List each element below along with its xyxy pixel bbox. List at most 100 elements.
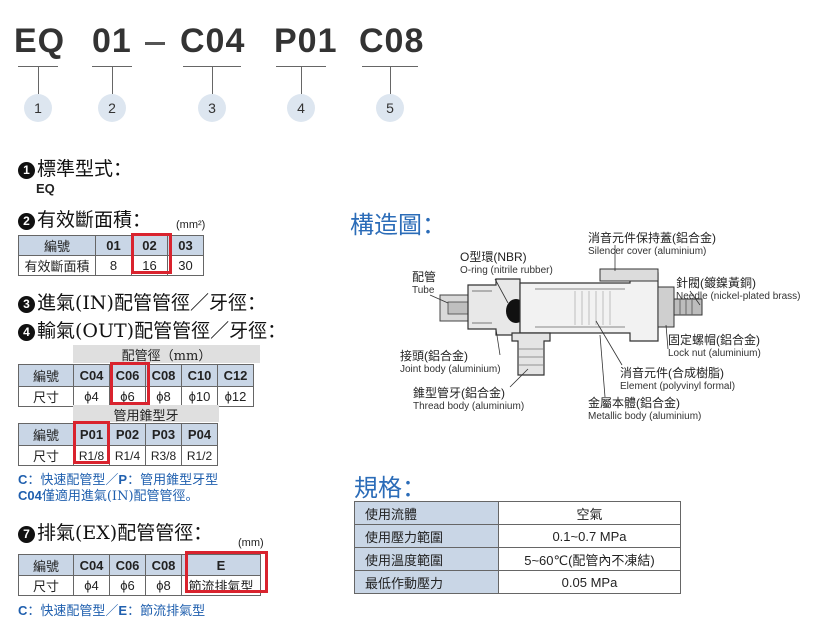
label-zh: 接頭(鋁合金) — [400, 349, 468, 363]
table-row: 使用流體 空氣 — [354, 501, 681, 525]
label-en: O-ring (nitrile rubber) — [460, 265, 553, 276]
pn-tick-1 — [38, 66, 39, 94]
note-code: C04 — [18, 488, 42, 503]
header-cell: P03 — [145, 423, 182, 446]
structure-title: 構造圖： — [350, 211, 446, 239]
spec-key: 最低作動壓力 — [354, 570, 499, 594]
value-cell: ϕ8 — [145, 575, 182, 596]
label-needle: 針閥(鍍鎳黃銅) Needle (nickel-plated brass) — [676, 277, 801, 303]
header-cell: C06 — [109, 364, 146, 387]
spec-value: 空氣 — [498, 501, 681, 525]
thread-body-shape — [511, 332, 551, 376]
label-en: Lock nut (aluminium) — [668, 348, 761, 359]
pn-tick-2 — [112, 66, 113, 94]
value-cell: 8 — [95, 255, 132, 276]
label-zh: 金屬本體(鋁合金) — [588, 396, 680, 410]
header-cell: 編號 — [18, 235, 96, 256]
pn-segment-1: EQ — [14, 22, 66, 60]
header-cell: C10 — [181, 364, 218, 387]
value-cell: ϕ4 — [73, 386, 110, 407]
header-cell: C08 — [145, 364, 182, 387]
silencer-cover-shape — [599, 268, 659, 282]
value-cell: R1/2 — [181, 445, 218, 466]
exhaust-pipe-table: 編號 C04 C06 C08 E 尺寸 ϕ4 ϕ6 ϕ8 節流排氣型 — [18, 554, 261, 596]
label-zh: O型環(NBR) — [460, 250, 527, 264]
pipe-size-caption: 配管徑（mm） — [73, 345, 260, 364]
label-en: Metallic body (aluminium) — [588, 411, 702, 422]
section-7-unit: (mm) — [238, 537, 264, 549]
section-4-note-1: C：快速配管型／P：管用錐型牙型 — [18, 469, 218, 488]
section-1-marker: 1 — [18, 162, 35, 179]
label-zh: 消音元件(合成樹脂) — [620, 366, 724, 380]
highlight-box — [73, 421, 110, 464]
note-code: E — [118, 603, 128, 618]
header-cell: P04 — [181, 423, 218, 446]
value-cell: ϕ4 — [73, 575, 110, 596]
table-row: 使用壓力範圍 0.1~0.7 MPa — [354, 524, 681, 548]
label-en: Needle (nickel-plated brass) — [676, 291, 801, 302]
table-row: 編號 P01 P02 P03 P04 — [18, 423, 218, 446]
needle-shape — [673, 298, 703, 316]
note-code: C — [18, 472, 28, 487]
spec-value: 5~60℃(配管內不凍結) — [498, 547, 681, 571]
note-text: 僅適用進氣(IN)配管管徑。 — [41, 489, 199, 504]
specs-table: 使用流體 空氣 使用壓力範圍 0.1~0.7 MPa 使用溫度範圍 5~60℃(… — [354, 501, 681, 594]
label-en: Tube — [412, 285, 435, 296]
header-cell: C04 — [73, 554, 110, 576]
spec-value: 0.05 MPa — [498, 570, 681, 594]
section-3-marker: 3 — [18, 296, 35, 313]
specs-title: 規格： — [354, 474, 426, 502]
section-7-marker: 7 — [18, 526, 35, 543]
table-row: 編號 01 02 03 — [18, 235, 204, 256]
header-cell: C12 — [217, 364, 254, 387]
label-zh: 配管 — [412, 270, 437, 284]
value-cell: ϕ6 — [109, 575, 146, 596]
spec-key: 使用流體 — [354, 501, 499, 525]
header-cell: C08 — [145, 554, 182, 576]
table-row: 編號 C04 C06 C08 C10 C12 — [18, 364, 254, 387]
section-7-title: 排氣(EX)配管管徑： — [37, 522, 213, 544]
value-cell: R3/8 — [145, 445, 182, 466]
section-4-note-2: C04僅適用進氣(IN)配管管徑。 — [18, 485, 199, 504]
note-text: ：節流排氣型 — [127, 604, 206, 619]
value-cell: ϕ8 — [145, 386, 182, 407]
thread-caption: 管用錐型牙 — [73, 405, 219, 424]
label-zh: 針閥(鍍鎳黃銅) — [676, 276, 756, 290]
highlight-box — [131, 233, 172, 274]
value-cell: ϕ12 — [217, 386, 254, 407]
pn-tick-5 — [390, 66, 391, 94]
value-cell: R1/8 — [73, 445, 110, 466]
label-thread-body: 錐型管牙(鋁合金) Thread body (aluminium) — [413, 387, 524, 413]
table-row: 尺寸 R1/8 R1/4 R3/8 R1/2 — [18, 445, 218, 466]
pn-index-5: 5 — [376, 94, 404, 122]
header-cell: 03 — [167, 235, 204, 256]
note-text: ：管用錐型牙型 — [127, 473, 219, 488]
section-2-unit: (mm²) — [176, 219, 206, 231]
table-row: 有效斷面積 8 16 30 — [18, 255, 204, 276]
label-oring: O型環(NBR) O-ring (nitrile rubber) — [460, 251, 553, 277]
pn-tick-4 — [301, 66, 302, 94]
header-cell: 01 — [95, 235, 132, 256]
section-2-marker: 2 — [18, 213, 35, 230]
row-label: 有效斷面積 — [18, 255, 96, 276]
label-en: Joint body (aluminium) — [400, 364, 501, 375]
header-cell: E — [181, 554, 261, 576]
note-code: P — [118, 472, 128, 487]
label-joint-body: 接頭(鋁合金) Joint body (aluminium) — [400, 350, 501, 376]
structure-drawing — [429, 245, 703, 398]
thread-size-table: 編號 P01 P02 P03 P04 尺寸 R1/8 R1/4 R3/8 R1/… — [18, 423, 218, 466]
pn-segment-5: C08 — [359, 22, 425, 60]
label-lock-nut: 固定螺帽(鋁合金) Lock nut (aluminium) — [668, 334, 761, 360]
pn-index-4: 4 — [287, 94, 315, 122]
header-cell: P01 — [73, 423, 110, 446]
lock-nut-shape — [657, 286, 675, 328]
row-label: 尺寸 — [18, 575, 74, 596]
row-label: 尺寸 — [18, 386, 74, 407]
label-en: Thread body (aluminium) — [413, 401, 525, 412]
highlight-box — [185, 551, 268, 593]
standard-type-value: EQ — [36, 181, 55, 196]
